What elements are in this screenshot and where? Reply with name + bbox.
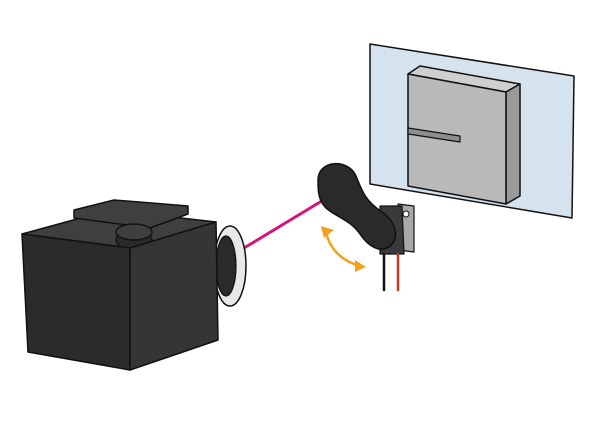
camera-front-face — [21, 233, 131, 371]
camera-side-face — [129, 221, 219, 371]
rotation-arrowhead-end — [355, 260, 366, 272]
mirror-paddle — [317, 162, 397, 250]
target-slot — [407, 127, 461, 143]
laser-beam-icon — [242, 194, 332, 250]
camera-knob-top — [115, 223, 153, 241]
rotation-arrowhead-start — [321, 226, 334, 238]
rotation-arc — [324, 230, 362, 268]
rotation-arrow-icon — [321, 226, 366, 272]
target-side-face — [505, 83, 521, 205]
mount-screw-top — [402, 210, 410, 218]
lens-ring-inner — [215, 235, 237, 297]
camera-icon — [21, 199, 247, 371]
scanning-mirror-icon — [317, 162, 397, 250]
target-object-icon — [407, 65, 521, 205]
